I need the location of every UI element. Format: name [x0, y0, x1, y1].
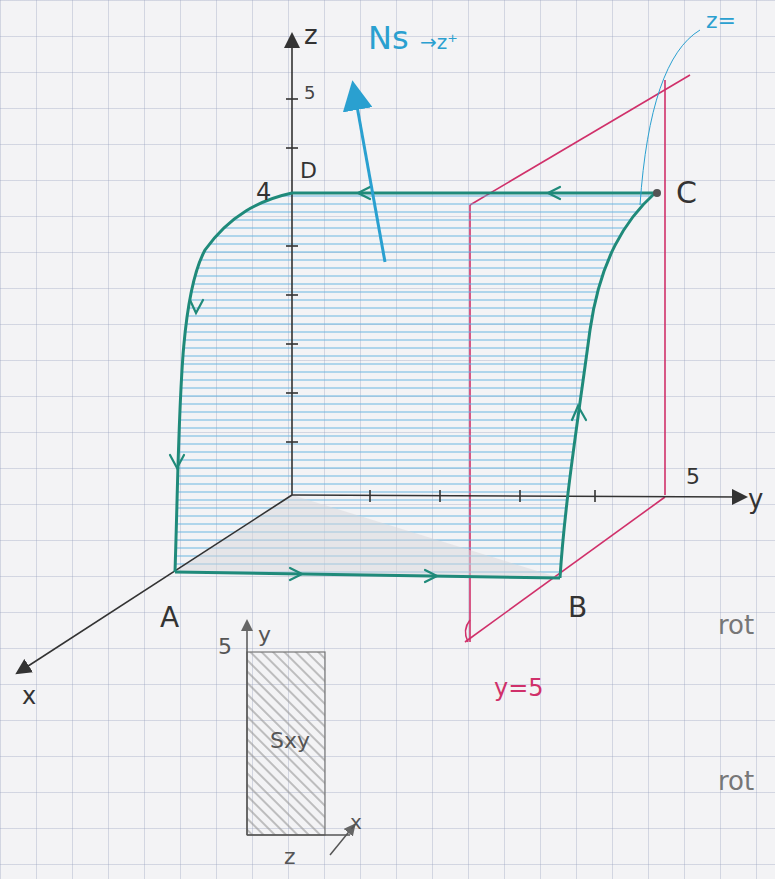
tick-label: 5: [218, 636, 232, 658]
tick-label: 4: [256, 180, 271, 204]
axis-label: y: [748, 486, 763, 512]
tick-label: 5: [686, 466, 700, 488]
axis-label: z: [284, 846, 296, 868]
orientation-label: →z⁺: [420, 32, 458, 52]
point-label: B: [568, 594, 587, 622]
tick-label: 5: [304, 84, 315, 102]
point-label: D: [300, 160, 317, 182]
axis-label: x: [350, 812, 362, 832]
point-label: A: [160, 604, 179, 632]
plane-label: y=5: [494, 676, 544, 700]
note-text: rot: [718, 612, 754, 638]
normal-label: Ns: [368, 22, 409, 54]
plane-label: z=: [706, 10, 736, 32]
axis-label: x: [22, 684, 36, 708]
region-label: Sxy: [270, 730, 310, 752]
note-text: rot: [718, 768, 754, 794]
point-label: C: [676, 178, 697, 208]
axis-label: z: [304, 22, 318, 48]
axis-label: y: [258, 624, 271, 646]
